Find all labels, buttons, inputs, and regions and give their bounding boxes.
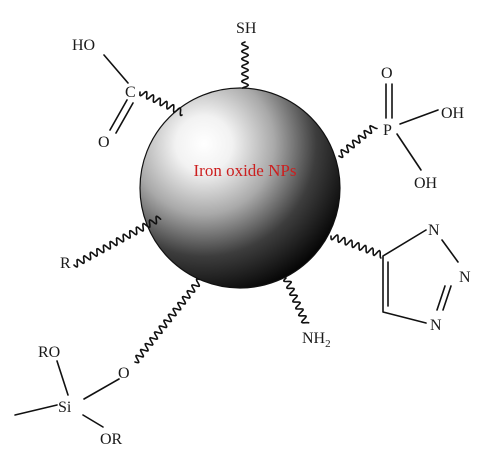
phosphonate-p-o-double-bond xyxy=(385,83,393,119)
thiol-group: SH xyxy=(236,20,257,89)
thiol-linker xyxy=(240,41,250,89)
silane-o-label: O xyxy=(118,365,130,382)
amine-subscript: 2 xyxy=(325,338,331,350)
silane-o-si-bond xyxy=(83,378,120,400)
silane-si-label: Si xyxy=(58,399,72,416)
triazole-group: N N N xyxy=(330,222,471,334)
triazole-n3-label: N xyxy=(430,317,442,334)
carboxyl-ho-label: HO xyxy=(72,37,95,54)
carboxyl-c-oh-bond xyxy=(103,54,129,84)
triazole-n1-label: N xyxy=(428,222,440,239)
alkyl-r-label: R xyxy=(60,255,71,272)
alkyl-group: R xyxy=(60,215,162,272)
silane-ro-label: RO xyxy=(38,344,60,361)
nanoparticle-sphere xyxy=(139,87,341,289)
triazole-n2-label: N xyxy=(459,269,471,286)
silane-linker xyxy=(134,278,201,364)
triazole-linker xyxy=(330,234,382,259)
carboxyl-group: HO C O xyxy=(72,37,183,151)
carboxyl-c-label: C xyxy=(125,84,136,101)
nanoparticle-label: Iron oxide NPs xyxy=(194,161,297,180)
phosphonate-p-oh-bond-1 xyxy=(399,109,439,125)
silane-si-methyl-bond xyxy=(14,404,58,416)
triazole-ring-bonds xyxy=(382,229,459,324)
phosphonate-p-oh-bond-2 xyxy=(396,133,422,171)
amine-nh-label: NH xyxy=(302,330,326,347)
amine-linker xyxy=(283,277,310,324)
amine-label: NH2 xyxy=(302,330,331,350)
phosphonate-p-label: P xyxy=(383,122,392,139)
phosphonate-group: O P OH OH xyxy=(338,65,465,192)
amine-group: NH2 xyxy=(283,277,331,350)
silane-si-ro-bond xyxy=(56,360,69,396)
silane-group: RO Si OR O xyxy=(14,278,201,448)
silane-or-label: OR xyxy=(100,431,123,448)
phosphonate-o-label: O xyxy=(381,65,393,82)
phosphonate-linker xyxy=(338,124,378,159)
phosphonate-oh2-label: OH xyxy=(414,175,438,192)
carboxyl-c-o-double-bond xyxy=(109,99,134,134)
silane-si-or-bond xyxy=(82,414,104,428)
alkyl-linker xyxy=(73,215,162,268)
thiol-sh-label: SH xyxy=(236,20,257,37)
carboxyl-linker xyxy=(139,90,183,117)
carboxyl-o-label: O xyxy=(98,134,110,151)
phosphonate-oh1-label: OH xyxy=(441,105,465,122)
